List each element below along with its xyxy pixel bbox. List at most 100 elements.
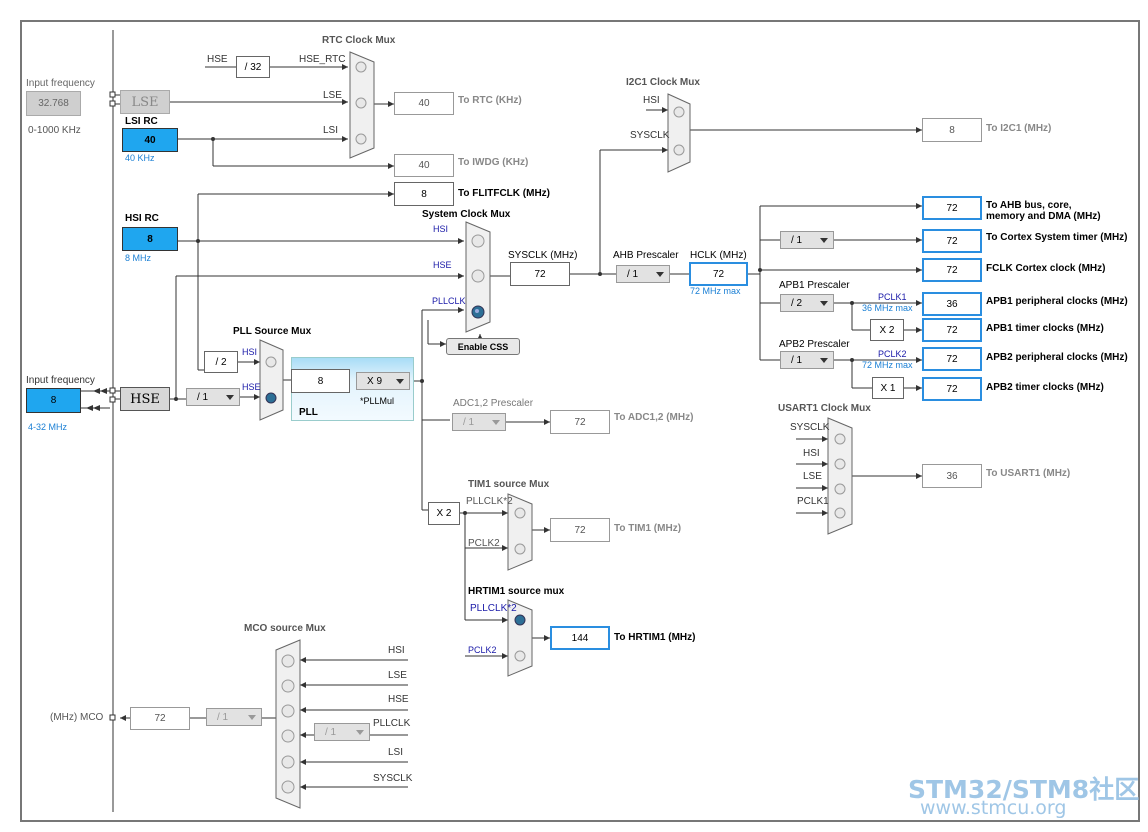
system-mux-shape	[465, 221, 491, 333]
usart1-mux-title: USART1 Clock Mux	[778, 403, 871, 414]
rtc-hse-divider: / 32	[236, 56, 270, 78]
adc-output-label: To ADC1,2 (MHz)	[614, 412, 694, 423]
chevron-down-icon	[492, 420, 500, 425]
flitfclk-output-label: To FLITFCLK (MHz)	[458, 188, 551, 199]
apb1-prescaler-label: APB1 Prescaler	[779, 280, 850, 291]
apb2-prescaler-select[interactable]: / 1	[780, 351, 834, 369]
watermark-brand: STM32/STM8社区	[908, 775, 1140, 804]
pll-mul-label: *PLLMul	[360, 396, 395, 406]
pclk1-label: PCLK1	[878, 292, 907, 302]
apb1-timer-value[interactable]: 72	[922, 318, 982, 342]
pll-multiplier-select[interactable]: X 9	[356, 372, 410, 390]
hsi-rc-value: 8	[122, 227, 178, 251]
cortex-timer-label: To Cortex System timer (MHz)	[986, 232, 1128, 243]
mco-lsi-label: LSI	[388, 747, 404, 758]
hclk-label: HCLK (MHz)	[690, 250, 747, 261]
i2c1-hsi-label: HSI	[643, 95, 660, 106]
apb1-prescaler-select[interactable]: / 2	[780, 294, 834, 312]
usart1-output-label: To USART1 (MHz)	[986, 468, 1071, 479]
apb1-peripheral-label: APB1 peripheral clocks (MHz)	[986, 296, 1128, 307]
mco-pll-divider-select[interactable]: / 1	[314, 723, 370, 741]
pll-source-mux-title: PLL Source Mux	[233, 326, 312, 337]
rtc-mux-shape	[349, 51, 375, 159]
apb2-timer-value[interactable]: 72	[922, 377, 982, 401]
cortex-timer-value[interactable]: 72	[922, 229, 982, 253]
pll-hsi-div2: / 2	[204, 351, 238, 373]
adc-prescaler-select[interactable]: / 1	[452, 413, 506, 431]
rtc-hse-label: HSE	[207, 54, 228, 65]
hclk-value-field[interactable]: 72	[689, 262, 748, 286]
i2c-mux-shape	[667, 93, 691, 173]
lsi-frequency: 40 KHz	[125, 153, 155, 163]
ahb-prescaler-value: / 1	[627, 268, 639, 280]
apb1-timer-label: APB1 timer clocks (MHz)	[986, 323, 1104, 334]
hsi-frequency: 8 MHz	[125, 253, 152, 263]
apb1-prescaler-value: / 2	[791, 297, 803, 309]
chevron-down-icon	[656, 272, 664, 277]
rtc-mux-title: RTC Clock Mux	[322, 35, 396, 46]
apb1-timer-multiplier: X 2	[870, 319, 904, 341]
fclk-value[interactable]: 72	[922, 258, 982, 282]
cortex-timer-divider-value: / 1	[791, 234, 803, 246]
tim1-output-label: To TIM1 (MHz)	[614, 523, 682, 534]
mco-sysclk-label: SYSCLK	[373, 773, 413, 784]
pll-label: PLL	[299, 407, 318, 418]
usart1-lse-label: LSE	[803, 471, 822, 482]
ahb-output-value[interactable]: 72	[922, 196, 982, 220]
apb1-peripheral-value[interactable]: 36	[922, 292, 982, 316]
hse-oscillator: HSE	[120, 387, 170, 411]
tim1-pllclk2-label: PLLCLK*2	[466, 496, 513, 507]
lsi-rc-label: LSI RC	[125, 116, 158, 127]
hse-input-field[interactable]: 8	[26, 388, 81, 413]
lse-input-field[interactable]: 32.768	[26, 91, 81, 116]
mco-hse-label: HSE	[388, 694, 409, 705]
ahb-output-label-1: To AHB bus, core,	[986, 200, 1072, 211]
chevron-down-icon	[396, 379, 404, 384]
chevron-down-icon	[248, 715, 256, 720]
i2c1-output-label: To I2C1 (MHz)	[986, 123, 1052, 134]
rtc-lse-label: LSE	[323, 90, 342, 101]
pclk2-max: 72 MHz max	[862, 360, 913, 370]
cortex-timer-divider-select[interactable]: / 1	[780, 231, 834, 249]
chevron-down-icon	[356, 730, 364, 735]
hrtim1-output-value[interactable]: 144	[550, 626, 610, 650]
pclk2-label: PCLK2	[878, 349, 907, 359]
watermark-url: www.stmcu.org	[920, 797, 1067, 819]
iwdg-output-label: To IWDG (KHz)	[458, 157, 529, 168]
mco-output-value: 72	[130, 707, 190, 730]
sysclk-label: SYSCLK (MHz)	[508, 250, 578, 261]
mco-lse-label: LSE	[388, 670, 407, 681]
tim1-mux-title: TIM1 source Mux	[468, 479, 550, 490]
i2c1-output-value: 8	[922, 118, 982, 142]
hse-predivider-select[interactable]: / 1	[186, 388, 240, 406]
usart1-mux-shape	[827, 417, 853, 535]
ahb-prescaler-select[interactable]: / 1	[616, 265, 670, 283]
apb2-timer-multiplier: X 1	[872, 377, 904, 399]
ahb-output-label-2: memory and DMA (MHz)	[986, 211, 1101, 222]
tim1-mux-shape	[507, 493, 533, 571]
rtc-output-label: To RTC (KHz)	[458, 95, 522, 106]
apb2-prescaler-value: / 1	[791, 354, 803, 366]
hrtim1-output-label: To HRTIM1 (MHz)	[614, 632, 696, 643]
tim1-x2-multiplier: X 2	[428, 502, 460, 525]
mco-mux-title: MCO source Mux	[244, 623, 326, 634]
pll-source-mux-shape	[259, 339, 284, 421]
ahb-prescaler-label: AHB Prescaler	[613, 250, 679, 261]
mco-hsi-label: HSI	[388, 645, 405, 656]
lse-oscillator: LSE	[120, 90, 170, 114]
mco-divider-select[interactable]: / 1	[206, 708, 262, 726]
system-mux-title: System Clock Mux	[422, 209, 511, 220]
hrtim1-pclk2-label: PCLK2	[468, 645, 497, 655]
adc-output-value: 72	[550, 410, 610, 434]
mco-pll-divider-value: / 1	[325, 726, 337, 738]
pll-mux-hsi-label: HSI	[242, 347, 258, 357]
enable-css-button[interactable]: Enable CSS	[446, 338, 520, 355]
apb2-peripheral-value[interactable]: 72	[922, 347, 982, 371]
mco-output-label: (MHz) MCO	[50, 712, 104, 723]
rtc-output-value: 40	[394, 92, 454, 115]
hrtim1-pllclk2-label: PLLCLK*2	[470, 603, 517, 614]
flitfclk-output-value: 8	[394, 182, 454, 206]
lse-input-label: Input frequency	[26, 78, 95, 89]
hrtim1-mux-title: HRTIM1 source mux	[468, 586, 565, 597]
